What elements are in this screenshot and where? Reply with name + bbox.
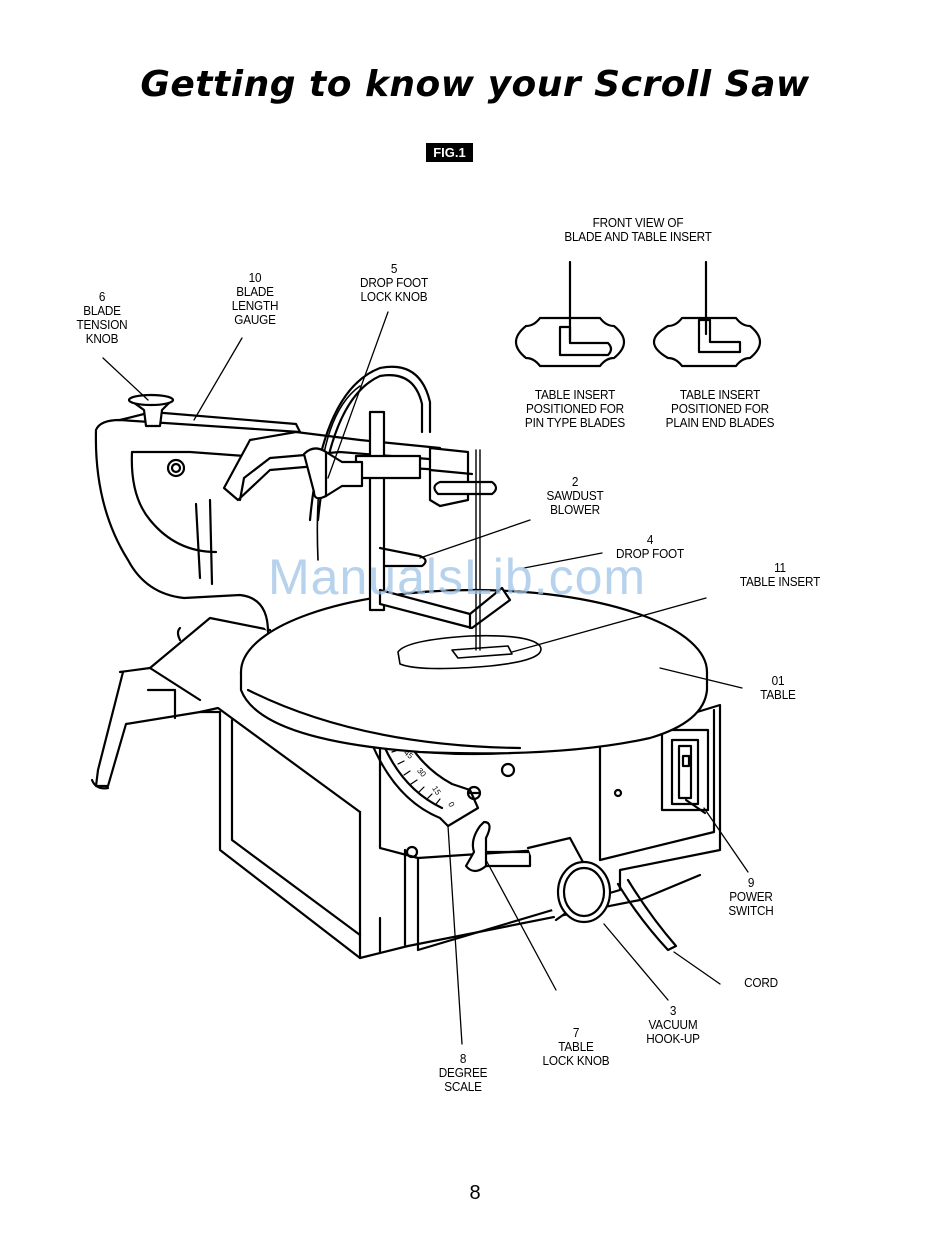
saw-base [90,616,702,960]
drop-foot-assembly [354,410,512,651]
figure-label: FIG.1 [426,143,473,162]
leader-lines [102,311,749,1045]
power-switch-drawing [660,728,710,815]
page-title: Getting to know your Scroll Saw [140,64,810,105]
callout-cord: CORD [744,976,778,990]
vacuum-hook-up-drawing [526,836,612,924]
watermark: ManualsLib.com [268,549,647,605]
saw-table [239,588,709,756]
inset-plain-end-insert [652,260,762,368]
cord-drawing [616,878,678,952]
degree-scale-drawing [370,742,482,828]
table-lock-knob-drawing [464,820,532,873]
table-insert-drawing [397,634,542,670]
inset-pin-type-insert [514,260,626,368]
page-number: 8 [469,1182,481,1204]
drop-foot-lock-knob-drawing [302,447,364,500]
blade-tension-knob-drawing [127,393,175,428]
